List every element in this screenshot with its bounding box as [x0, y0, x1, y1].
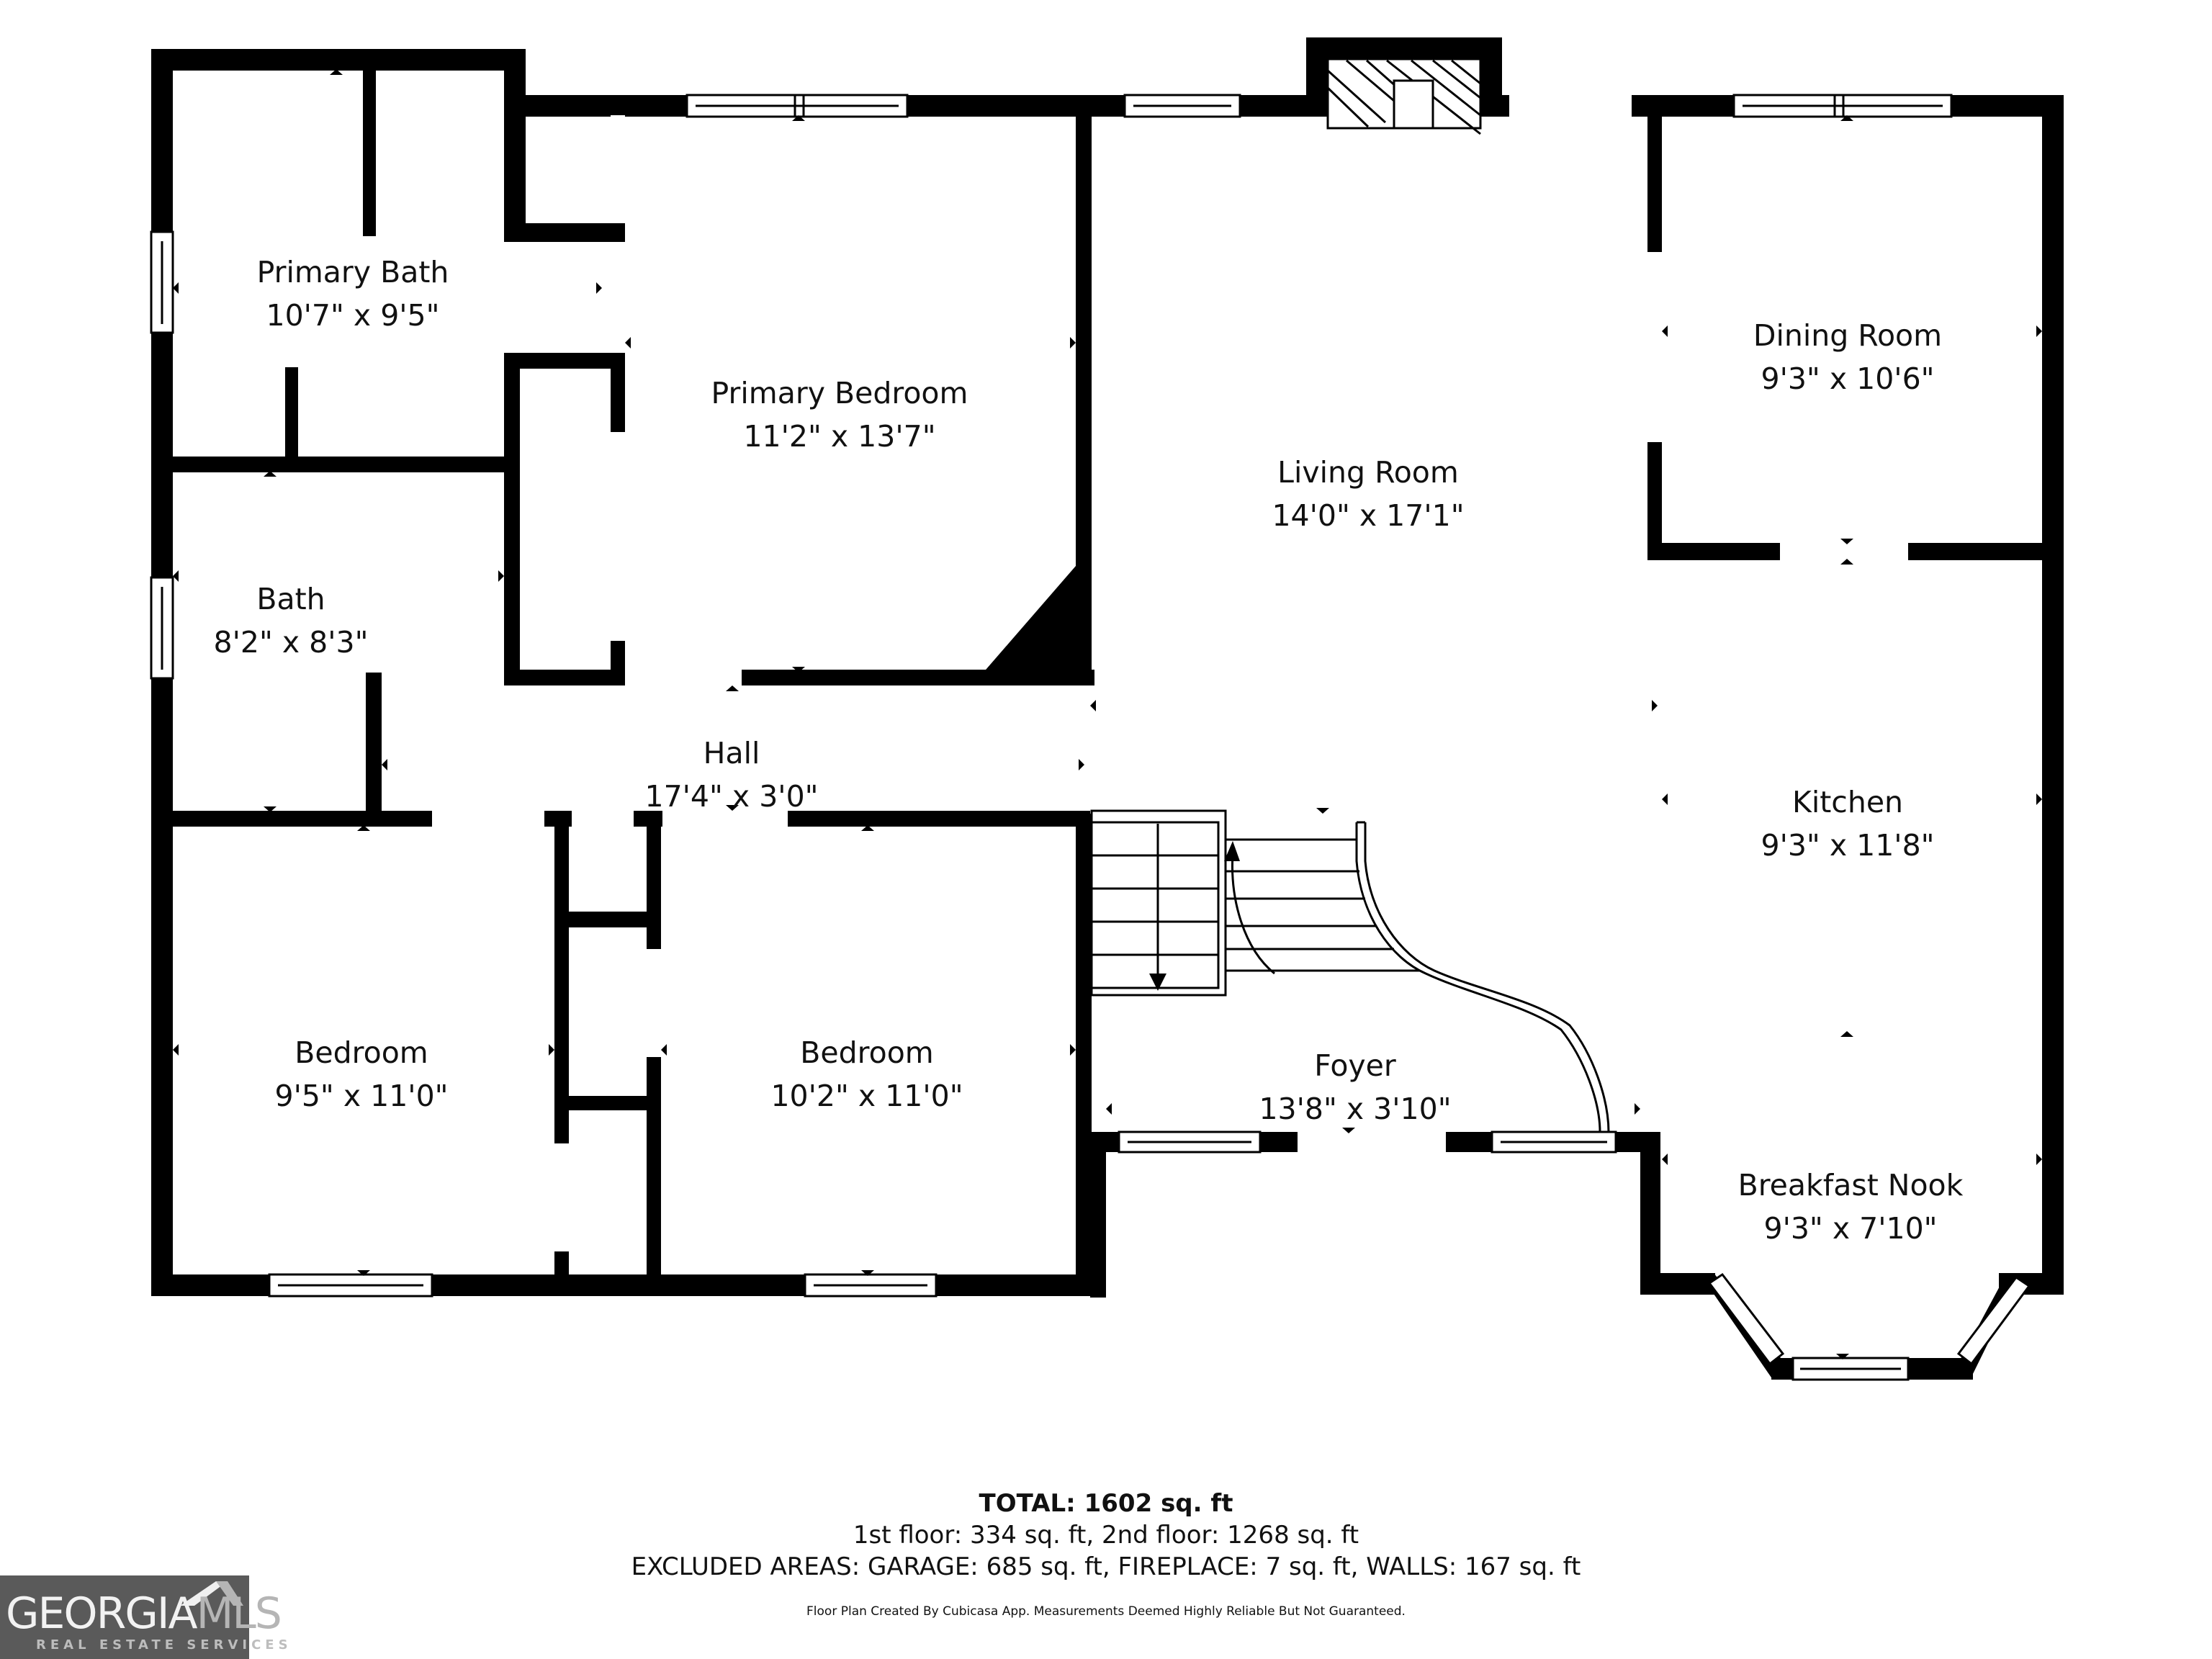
room-breakfast-nook: Breakfast Nook 9'3" x 7'10" — [1738, 1164, 1964, 1250]
room-name: Bedroom — [295, 1035, 428, 1070]
room-living-room: Living Room 14'0" x 17'1" — [1272, 451, 1464, 537]
room-dimensions: 9'5" x 11'0" — [274, 1079, 449, 1113]
room-dimensions: 10'7" x 9'5" — [266, 298, 440, 333]
roof-icon — [180, 1581, 243, 1606]
logo-main-text: GEORGIA — [6, 1588, 198, 1639]
room-bedroom-left: Bedroom 9'5" x 11'0" — [274, 1031, 448, 1118]
room-kitchen: Kitchen 9'3" x 11'8" — [1761, 781, 1934, 867]
room-dimensions: 17'4" x 3'0" — [644, 779, 819, 814]
room-bath: Bath 8'2" x 8'3" — [214, 577, 369, 664]
room-name: Foyer — [1314, 1048, 1396, 1083]
total-area: TOTAL: 1602 sq. ft — [979, 1489, 1233, 1518]
room-dimensions: 8'2" x 8'3" — [213, 625, 369, 660]
room-primary-bedroom: Primary Bedroom 11'2" x 13'7" — [711, 372, 968, 458]
measurement-markers — [173, 69, 2042, 1359]
room-bedroom-right: Bedroom 10'2" x 11'0" — [770, 1031, 963, 1118]
room-name: Primary Bath — [256, 255, 449, 289]
room-dimensions: 13'8" x 3'10" — [1259, 1092, 1452, 1126]
room-name: Bedroom — [800, 1035, 934, 1070]
room-hall: Hall 17'4" x 3'0" — [644, 732, 818, 818]
logo-wordmark: GEORGIAMLS — [6, 1588, 282, 1639]
disclaimer: Floor Plan Created By Cubicasa App. Meas… — [806, 1604, 1406, 1619]
room-name: Bath — [256, 582, 325, 616]
room-dimensions: 9'3" x 11'8" — [1761, 828, 1935, 863]
excluded-areas: EXCLUDED AREAS: GARAGE: 685 sq. ft, FIRE… — [631, 1552, 1581, 1581]
room-dining-room: Dining Room 9'3" x 10'6" — [1753, 314, 1942, 400]
georgia-mls-logo: GEORGIAMLS REAL ESTATE SERVICES — [0, 1575, 288, 1659]
room-dimensions: 11'2" x 13'7" — [743, 419, 936, 454]
room-name: Dining Room — [1753, 318, 1943, 353]
room-primary-bath: Primary Bath 10'7" x 9'5" — [257, 251, 449, 337]
room-dimensions: 9'3" x 7'10" — [1763, 1211, 1938, 1246]
floor-areas: 1st floor: 334 sq. ft, 2nd floor: 1268 s… — [853, 1521, 1359, 1550]
logo-accent-text: MLS — [196, 1588, 282, 1639]
openings — [382, 95, 1908, 1251]
staircase-icon — [1090, 809, 1610, 1133]
room-dimensions: 14'0" x 17'1" — [1272, 498, 1465, 533]
room-name: Breakfast Nook — [1737, 1168, 1964, 1202]
room-foyer: Foyer 13'8" x 3'10" — [1259, 1044, 1451, 1130]
logo-subtitle: REAL ESTATE SERVICES — [36, 1637, 292, 1653]
room-name: Kitchen — [1791, 785, 1904, 819]
room-dimensions: 10'2" x 11'0" — [770, 1079, 963, 1113]
room-name: Living Room — [1277, 455, 1459, 490]
fireplace-icon — [1326, 58, 1482, 135]
windows — [150, 94, 2031, 1381]
room-dimensions: 9'3" x 10'6" — [1761, 361, 1935, 396]
room-name: Hall — [703, 736, 760, 770]
room-name: Primary Bedroom — [711, 376, 968, 410]
